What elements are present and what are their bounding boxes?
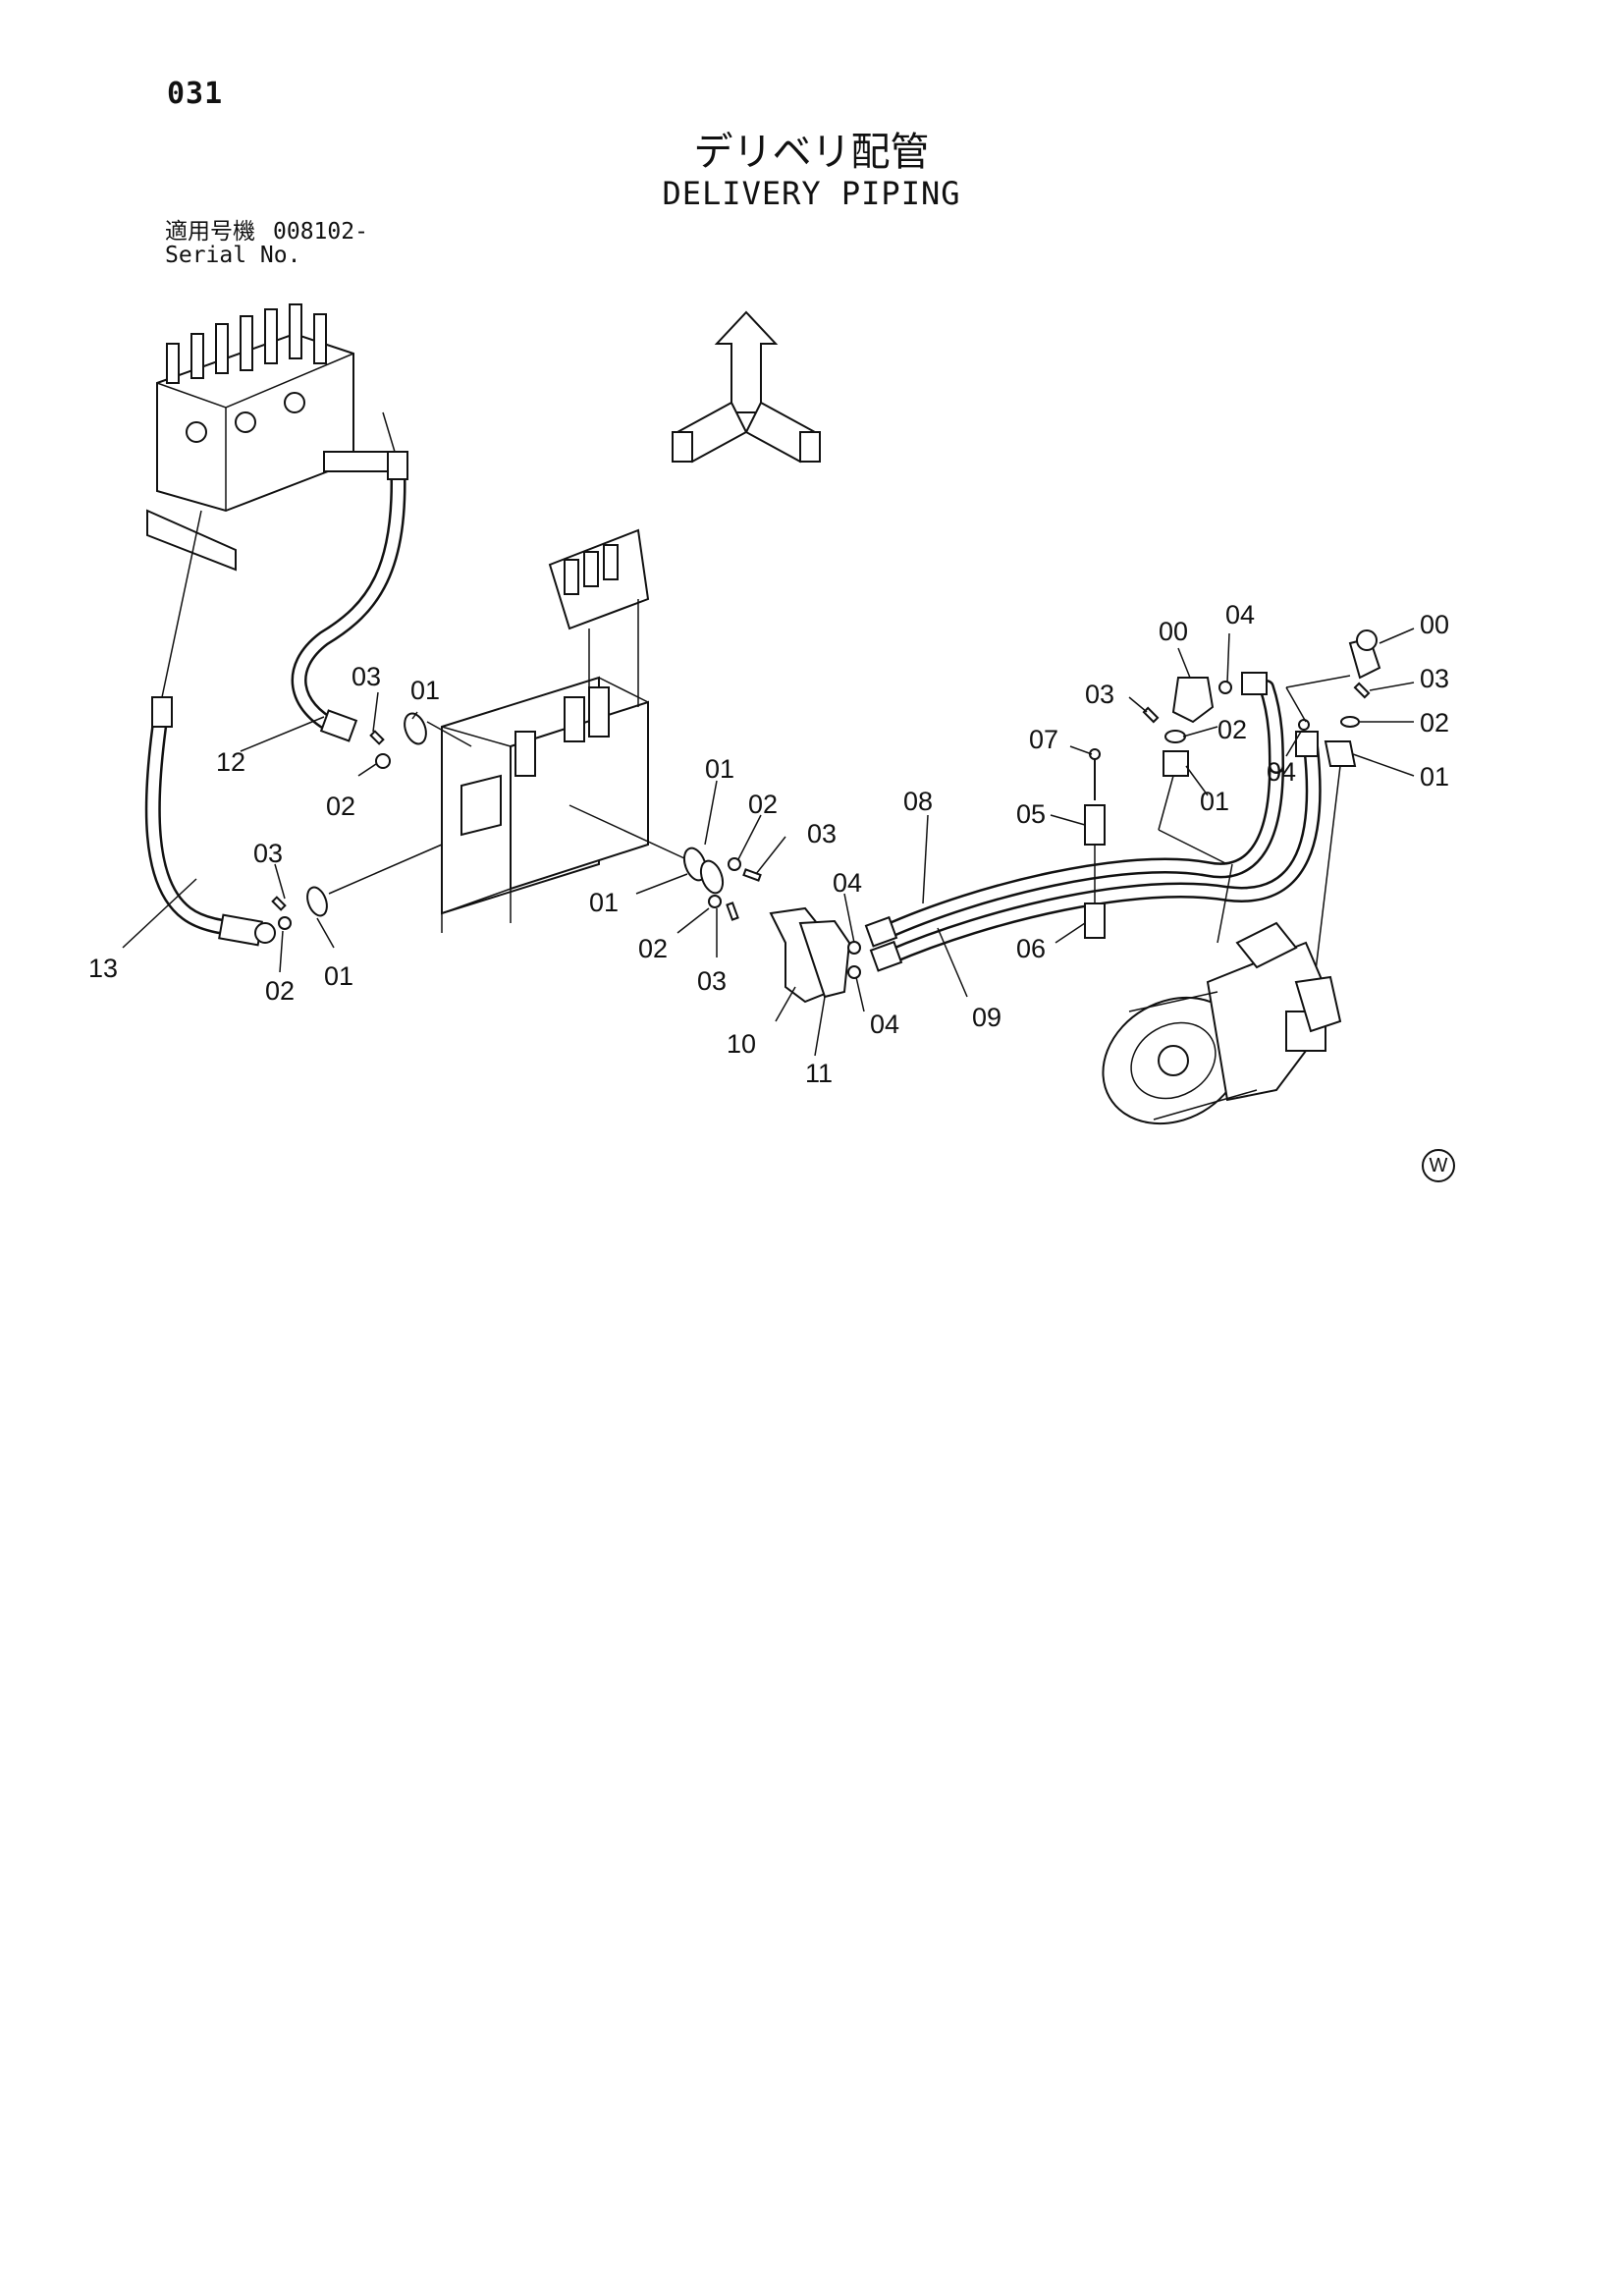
label-02-d: 02 — [638, 934, 668, 963]
label-03-c: 03 — [807, 819, 837, 848]
label-02-e: 02 — [1217, 715, 1247, 744]
label-01-d: 01 — [589, 888, 619, 917]
label-07: 07 — [1029, 725, 1058, 754]
title-english: DELIVERY PIPING — [662, 175, 961, 212]
flange-fittings-left — [271, 712, 472, 930]
leader-13-valve — [161, 510, 202, 698]
label-04-b: 04 — [870, 1010, 899, 1039]
label-05: 05 — [1016, 799, 1046, 829]
label-01-e: 01 — [1200, 787, 1229, 816]
control-valve-assembly — [146, 303, 404, 572]
leader-lines — [122, 628, 1415, 1057]
label-12: 12 — [216, 747, 245, 777]
hose-13 — [144, 696, 276, 947]
serial-label-jp: 適用号機 — [165, 219, 255, 245]
label-04-c: 04 — [1225, 600, 1255, 629]
serial-label-en: Serial No. — [165, 243, 301, 268]
hose-12 — [291, 451, 408, 742]
serial-block: 適用号機 008102- Serial No. — [165, 220, 386, 267]
label-01-a: 01 — [410, 676, 440, 705]
title-japanese: デリベリ配管 — [693, 130, 930, 175]
label-09: 09 — [972, 1003, 1001, 1032]
label-02-f: 02 — [1420, 708, 1449, 738]
hoses-08-09 — [864, 672, 1322, 972]
serial-value: 008102- — [273, 219, 368, 245]
main-pump — [1102, 921, 1342, 1125]
label-02-c: 02 — [748, 790, 778, 819]
flange-fittings-right — [682, 847, 861, 1004]
label-03-d: 03 — [697, 966, 727, 996]
label-13: 13 — [88, 954, 118, 983]
label-01-b: 01 — [324, 961, 353, 991]
callout-labels: 12 03 01 02 13 03 02 01 01 02 03 01 02 0… — [88, 600, 1449, 1088]
label-03-f: 03 — [1420, 664, 1449, 693]
label-03-a: 03 — [352, 662, 381, 691]
label-06: 06 — [1016, 934, 1046, 963]
label-01-c: 01 — [705, 754, 734, 784]
label-04-d: 04 — [1267, 757, 1296, 787]
label-00-a: 00 — [1159, 617, 1188, 646]
label-00-b: 00 — [1420, 610, 1449, 639]
clamps — [1084, 748, 1106, 939]
label-03-b: 03 — [253, 839, 283, 868]
orientation-arrow-icon — [672, 310, 821, 464]
central-block — [441, 528, 698, 933]
label-02-b: 02 — [265, 976, 295, 1006]
label-02-a: 02 — [326, 792, 355, 821]
corner-mark: W — [1422, 1149, 1455, 1182]
label-03-e: 03 — [1085, 680, 1114, 709]
label-11: 11 — [805, 1059, 833, 1088]
page-number: 031 — [167, 77, 224, 111]
label-10: 10 — [727, 1029, 756, 1059]
label-01-f: 01 — [1420, 762, 1449, 792]
label-04-a: 04 — [833, 868, 862, 898]
label-08: 08 — [903, 787, 933, 816]
